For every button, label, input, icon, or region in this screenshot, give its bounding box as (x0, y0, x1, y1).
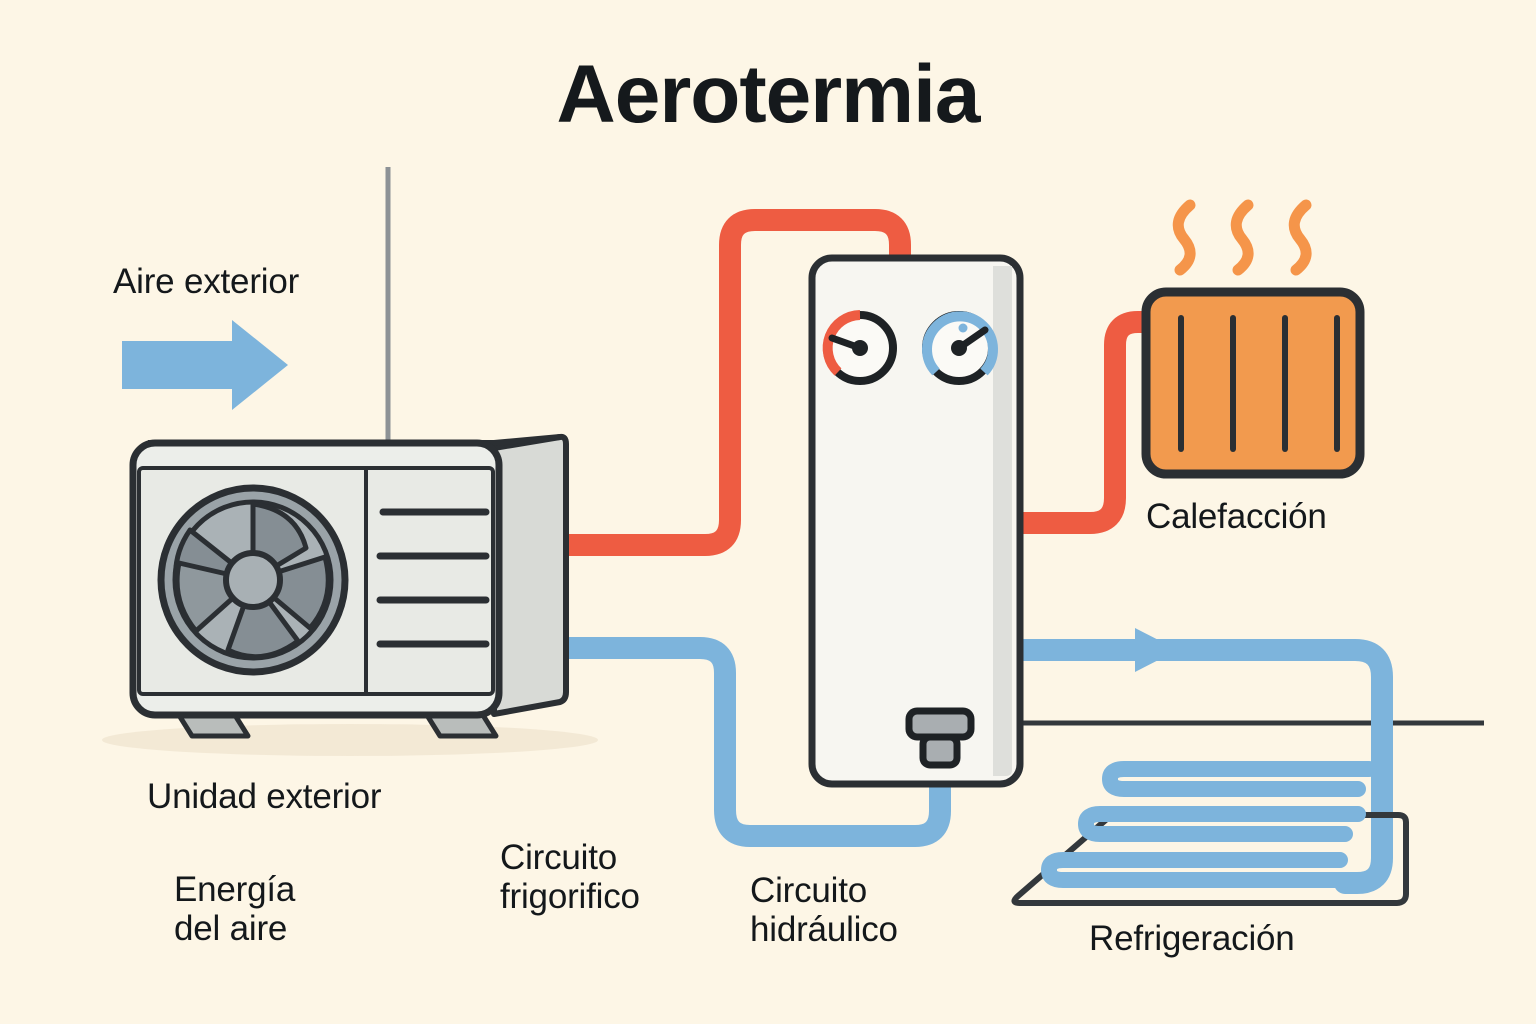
grille-slats (376, 508, 490, 648)
radiator-icon[interactable] (1141, 287, 1365, 479)
indoor-unit[interactable] (808, 254, 1024, 788)
hot-pipe-main (549, 209, 911, 556)
label-circuito-hidraulico: Circuito hidráulico (750, 871, 898, 950)
valve-icon (905, 707, 975, 769)
gauge-cold-icon (922, 311, 998, 385)
outdoor-unit[interactable] (129, 433, 569, 739)
air-arrow-icon (122, 320, 288, 410)
label-refrigeracion: Refrigeración (1089, 919, 1295, 958)
indoor-unit-body (808, 254, 1024, 788)
floor-coil-passes (1040, 761, 1377, 888)
fan-icon (157, 484, 349, 676)
label-calefaccion: Calefacción (1146, 497, 1327, 536)
indoor-unit-side-shade (993, 266, 1012, 776)
outdoor-unit-shadow (102, 724, 598, 756)
flow-arrow-icon (1135, 628, 1178, 672)
page-title: Aerotermia (556, 49, 981, 140)
label-circuito-frigorifico: Circuito frigorifico (500, 838, 640, 917)
outdoor-unit-side (491, 433, 569, 717)
gauge-hot-icon (822, 310, 897, 385)
label-energia-del-aire: Energía del aire (174, 870, 296, 949)
label-aire-exterior: Aire exterior (113, 262, 300, 301)
label-unidad-exterior: Unidad exterior (147, 777, 382, 816)
heat-wave-icon (1172, 199, 1312, 276)
cold-pipe-main (549, 637, 951, 847)
